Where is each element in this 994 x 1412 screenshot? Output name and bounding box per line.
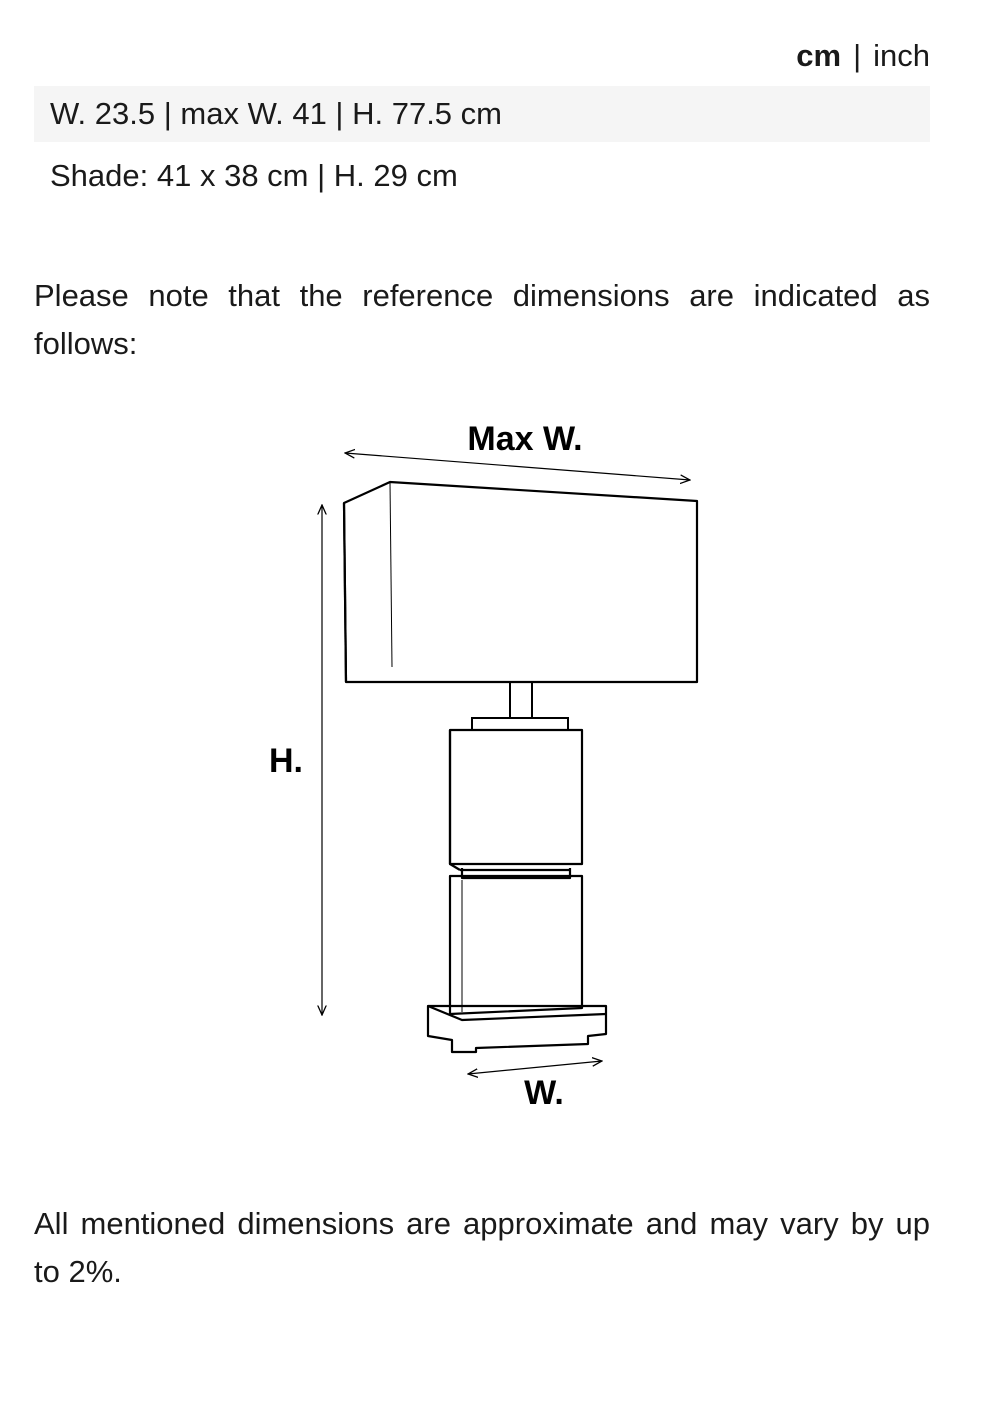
unit-cm-option[interactable]: cm (796, 38, 842, 73)
overall-dimensions-row: W. 23.5 | max W. 41 | H. 77.5 cm (34, 86, 930, 142)
max-width-arrow (345, 453, 690, 480)
width-label: W. (524, 1074, 564, 1112)
unit-separator: | (853, 38, 862, 73)
width-arrow (468, 1061, 602, 1074)
shade-dimensions-text: Shade: 41 x 38 cm | H. 29 cm (50, 158, 458, 193)
approximate-note: All mentioned dimensions are approximate… (34, 1206, 930, 1289)
unit-toggle: cm | inch (796, 36, 930, 76)
shade-dimensions-row: Shade: 41 x 38 cm | H. 29 cm (34, 148, 930, 204)
reference-note: Please note that the reference dimension… (34, 278, 930, 361)
unit-inch-option[interactable]: inch (873, 38, 930, 73)
lamp-stem-drawing (471, 681, 569, 731)
lamp-upper-block-drawing (448, 728, 584, 880)
max-width-label: Max W. (467, 420, 582, 458)
lamp-lower-block-drawing (448, 874, 584, 1016)
lamp-base-drawing (426, 1004, 608, 1054)
lamp-shade-drawing (342, 480, 699, 684)
overall-dimensions-text: W. 23.5 | max W. 41 | H. 77.5 cm (50, 96, 502, 131)
height-label: H. (269, 742, 303, 780)
